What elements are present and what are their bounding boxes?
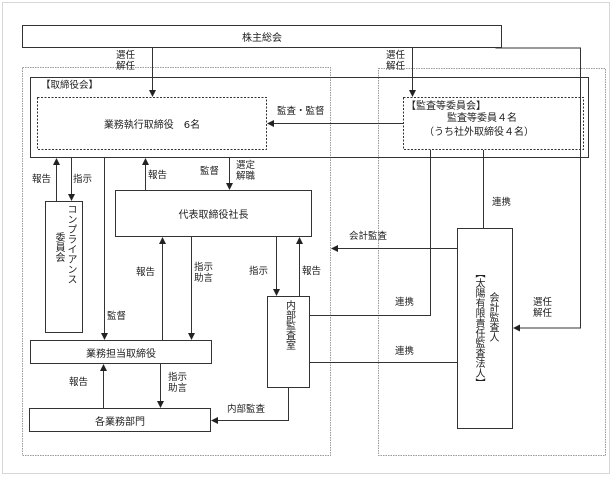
label-report-compliance: 報告 [32,174,52,185]
label-audit-supervise: 監査・監督 [277,106,325,117]
label-cooperation-2: 連携 [395,297,415,308]
edge-cooperation-committee-internal [310,150,431,316]
label-supervise: 監督 [200,166,220,177]
label-elect-left: 選任 解任 [116,50,136,72]
compliance-label-line1: コンプライアンス [65,204,76,284]
label-cooperation-3: 連携 [395,346,415,357]
label-appoint-dismiss: 選定 解職 [236,160,256,182]
label-accounting-audit: 会計監査 [349,231,388,242]
label-elect-auditor: 選任 解任 [533,297,553,319]
internal-audit-label-wrap: 内部監査室 [268,300,309,386]
departments-box [29,408,211,432]
president-label: 代表取締役社長 [178,210,249,221]
left-region [22,67,331,456]
audit-committee-box [403,97,584,150]
board-box [30,77,589,158]
audit-committee-members: 監査等委員４名 [447,113,517,124]
label-cooperation-1: 連携 [492,197,512,208]
label-report-internal: 報告 [302,266,322,277]
right-region [378,68,606,456]
executive-directors-box [37,97,267,150]
executive-directors-label: 業務執行取締役 6名 [103,120,201,131]
business-directors-box [30,340,212,364]
label-internal-audit: 内部監査 [227,404,266,415]
board-label: 【取締役会】 [41,80,99,91]
label-supervise-business: 監督 [107,311,127,322]
compliance-committee-box [45,201,83,333]
compliance-committee-label: コンプライアンス 委員会 [46,204,82,332]
auditor-label-line1: 会計監査人 [487,292,498,342]
shareholders-meeting-label: 株主総会 [242,33,282,44]
label-report-president: 報告 [148,170,168,181]
internal-audit-box [267,296,310,388]
auditor-label-line2: 【太陽有限責任監査法人】 [473,268,484,388]
edge-internal-audit [211,388,289,424]
label-instruct-advise: 指示 助言 [194,262,214,284]
label-instruct-advise-departments: 指示 助言 [168,372,188,394]
auditor-label: 会計監査人 【太陽有限責任監査法人】 [458,268,512,418]
president-box [115,190,312,237]
internal-audit-label: 内部監査室 [283,300,295,350]
compliance-label-line2: 委員会 [53,232,64,262]
label-report-to-president: 報告 [136,267,156,278]
edge-elect-auditor [495,47,581,332]
label-elect-right: 選任 解任 [386,50,406,72]
label-report-departments: 報告 [69,377,89,388]
label-instruct-internal: 指示 [249,266,269,277]
business-directors-label: 業務担当取締役 [86,348,156,360]
auditor-box [457,228,513,429]
audit-committee-label: 【監査等委員会】 [406,101,486,112]
audit-committee-outside: （うち社外取締役４名） [424,127,534,138]
shareholders-meeting-box [22,25,502,48]
page-frame [2,2,610,474]
departments-label: 各業務部門 [95,416,145,428]
label-instruct-compliance: 指示 [73,174,93,185]
